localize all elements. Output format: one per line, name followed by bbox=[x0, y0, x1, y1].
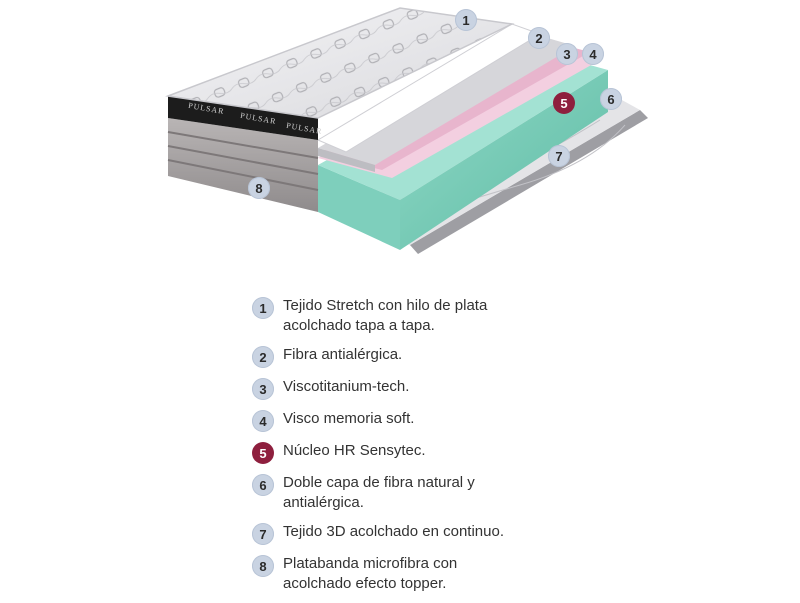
legend-number-badge: 5 bbox=[252, 442, 274, 464]
core-foam-front bbox=[318, 165, 400, 250]
callout-6: 6 bbox=[600, 88, 622, 110]
legend-item: 5 Núcleo HR Sensytec. bbox=[252, 441, 672, 464]
mattress-diagram: PULSAR PULSAR PULSAR 1 2 3 4 5 6 7 8 bbox=[0, 0, 800, 280]
callout-4: 4 bbox=[582, 43, 604, 65]
legend-text: Núcleo HR Sensytec. bbox=[283, 442, 426, 459]
legend-text: Tejido 3D acolchado en continuo. bbox=[283, 523, 504, 540]
callout-7: 7 bbox=[548, 145, 570, 167]
callout-1: 1 bbox=[455, 9, 477, 31]
legend-text: Tejido Stretch con hilo de plata acolcha… bbox=[283, 297, 488, 334]
legend-item: 3 Viscotitanium-tech. bbox=[252, 377, 672, 400]
legend-item: 1 Tejido Stretch con hilo de plata acolc… bbox=[252, 296, 672, 336]
legend-item: 8 Platabanda microfibra con acolchado ef… bbox=[252, 554, 672, 594]
legend-item: 2 Fibra antialérgica. bbox=[252, 345, 672, 368]
legend-text: Doble capa de fibra natural y antialérgi… bbox=[283, 474, 475, 511]
layer-2-fiber bbox=[318, 30, 575, 165]
callout-3: 3 bbox=[556, 43, 578, 65]
callout-5: 5 bbox=[553, 92, 575, 114]
legend-number-badge: 2 bbox=[252, 346, 274, 368]
legend: 1 Tejido Stretch con hilo de plata acolc… bbox=[252, 296, 672, 603]
legend-number-badge: 1 bbox=[252, 297, 274, 319]
legend-text: Visco memoria soft. bbox=[283, 410, 415, 427]
callout-2: 2 bbox=[528, 27, 550, 49]
side-panel bbox=[168, 118, 318, 212]
legend-text: Fibra antialérgica. bbox=[283, 346, 403, 363]
legend-number-badge: 8 bbox=[252, 555, 274, 577]
legend-text: Platabanda microfibra con acolchado efec… bbox=[283, 555, 458, 592]
legend-number-badge: 6 bbox=[252, 474, 274, 496]
legend-item: 7 Tejido 3D acolchado en continuo. bbox=[252, 522, 672, 545]
legend-item: 6 Doble capa de fibra natural y antialér… bbox=[252, 473, 672, 513]
core-foam-side bbox=[400, 70, 608, 250]
brand-band bbox=[168, 96, 318, 140]
legend-number-badge: 4 bbox=[252, 410, 274, 432]
callout-8: 8 bbox=[248, 177, 270, 199]
mattress-illustration bbox=[165, 7, 648, 254]
legend-text: Viscotitanium-tech. bbox=[283, 378, 410, 395]
legend-number-badge: 3 bbox=[252, 378, 274, 400]
legend-item: 4 Visco memoria soft. bbox=[252, 409, 672, 432]
legend-number-badge: 7 bbox=[252, 523, 274, 545]
